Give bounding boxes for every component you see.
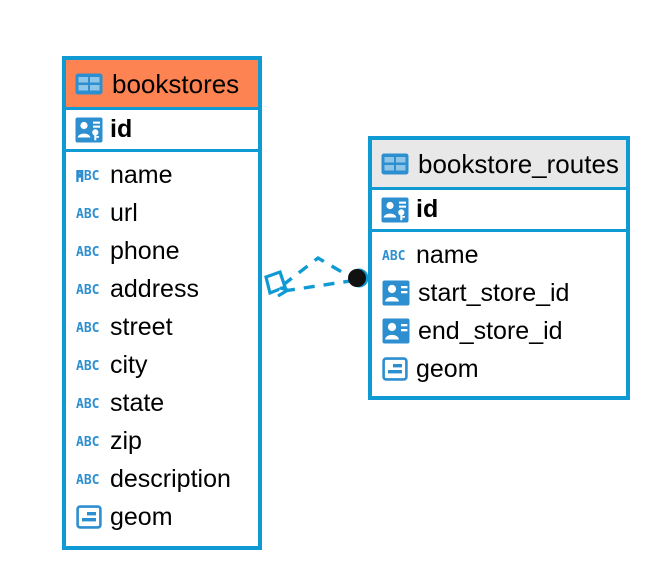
field-label: zip	[110, 426, 142, 455]
svg-text:ABC: ABC	[76, 397, 99, 411]
svg-text:ABC: ABC	[76, 321, 99, 335]
field-row[interactable]: ABC street	[66, 308, 258, 346]
entity-title: bookstore_routes	[418, 148, 619, 179]
field-row[interactable]: ABC zip	[66, 422, 258, 460]
abc-text-icon: ABC	[76, 245, 99, 259]
abc-text-icon: ABC	[76, 435, 99, 449]
field-row[interactable]: ABC address	[66, 270, 258, 308]
table-grid-icon	[381, 153, 409, 174]
svg-text:ABC: ABC	[382, 249, 405, 263]
abc-text-icon: ABC	[76, 473, 99, 487]
field-row[interactable]: ABC url	[66, 194, 258, 232]
svg-text:ABC: ABC	[76, 245, 99, 259]
field-row[interactable]: start_store_id	[372, 274, 626, 312]
primary-key-label: id	[110, 115, 133, 143]
svg-text:ABC: ABC	[76, 473, 99, 487]
svg-text:ABC: ABC	[76, 169, 99, 183]
svg-text:ABC: ABC	[76, 435, 99, 449]
entity-header[interactable]: bookstore_routes	[372, 140, 626, 187]
primary-key-icon	[381, 197, 409, 222]
field-row[interactable]: ABC description	[66, 460, 258, 498]
field-label: state	[110, 388, 165, 417]
field-row[interactable]: ABC name	[66, 156, 258, 194]
geometry-icon	[76, 505, 102, 529]
abc-text-icon: ABC	[76, 321, 99, 335]
field-row[interactable]: ABC phone	[66, 232, 258, 270]
field-row[interactable]: ABC city	[66, 346, 258, 384]
abc-text-icon: ABC	[76, 283, 99, 297]
primary-key-row[interactable]: id	[372, 187, 626, 232]
field-label: end_store_id	[418, 316, 563, 345]
diamond-open-marker	[264, 269, 293, 298]
field-list: ABC name start_store_id	[372, 232, 626, 393]
abc-text-icon: ABC	[76, 169, 99, 183]
geometry-icon	[382, 357, 408, 381]
primary-key-icon	[75, 117, 103, 142]
field-label: geom	[110, 502, 173, 531]
svg-text:ABC: ABC	[76, 207, 99, 221]
abc-text-icon: ABC	[76, 207, 99, 221]
filled-circle-marker	[348, 268, 369, 288]
relationship-branch-upper	[281, 255, 353, 287]
field-label: name	[110, 160, 173, 189]
entity-bookstores[interactable]: bookstores id ABC name	[62, 56, 262, 550]
foreign-key-icon	[382, 280, 410, 306]
field-label: start_store_id	[418, 278, 570, 307]
abc-text-icon: ABC	[382, 249, 405, 263]
field-list: ABC name ABC url ABC phone ABC	[66, 152, 258, 541]
field-row[interactable]: ABC state	[66, 384, 258, 422]
table-grid-icon	[75, 73, 103, 94]
field-label: description	[110, 464, 231, 493]
field-row[interactable]: geom	[66, 498, 258, 536]
field-label: geom	[416, 354, 479, 383]
abc-text-icon: ABC	[76, 397, 99, 411]
svg-text:ABC: ABC	[76, 283, 99, 297]
field-label: url	[110, 198, 138, 227]
field-label: phone	[110, 236, 180, 265]
field-row[interactable]: geom	[372, 350, 626, 388]
entity-header[interactable]: bookstores	[66, 60, 258, 107]
field-row[interactable]: end_store_id	[372, 312, 626, 350]
field-label: street	[110, 312, 173, 341]
foreign-key-icon	[382, 318, 410, 344]
field-label: city	[110, 350, 148, 379]
entity-title: bookstores	[112, 68, 240, 99]
entity-bookstore-routes[interactable]: bookstore_routes id ABC name	[368, 136, 630, 400]
primary-key-row[interactable]: id	[66, 107, 258, 152]
abc-text-icon: ABC	[76, 359, 99, 373]
relationship-branch-lower	[283, 279, 351, 293]
field-label: name	[416, 240, 479, 269]
field-row[interactable]: ABC name	[372, 236, 626, 274]
primary-key-label: id	[416, 195, 439, 223]
field-label: address	[110, 274, 199, 303]
svg-text:ABC: ABC	[76, 359, 99, 373]
